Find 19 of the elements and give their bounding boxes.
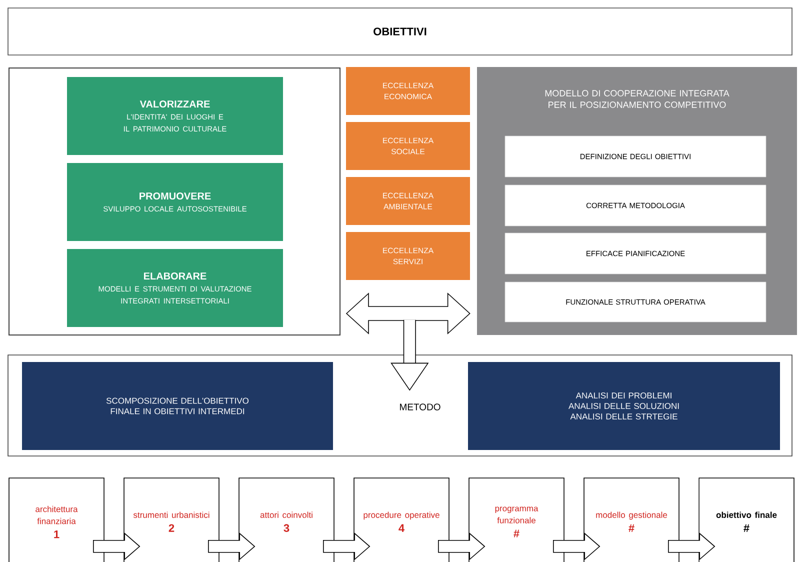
group-frame [8,68,340,336]
block-arrow [323,532,370,560]
step-box: programma funzionale # [468,478,564,562]
method-band [8,354,792,456]
step-box: strumenti urbanistici 2 [124,478,220,562]
block-arrow [668,532,716,560]
analysis-box: SCOMPOSIZIONE DELL'OBIETTIVO FINALE IN OBIETTIVI INTERMEDI [22,362,333,450]
step-box: modello gestionale # [584,478,680,562]
step-box: procedure operative 4 [354,478,450,562]
block-arrow [93,532,140,560]
analysis-box: ANALISI DEI PROBLEMI ANALISI DELLE SOLUZIONI ANALISI DELLE STRTEGIE [468,362,780,450]
block-arrow [208,532,256,560]
step-box: attori coinvolti 3 [238,478,334,562]
step-box: architettura finanziaria 1 [8,478,104,562]
final-box: obiettivo finale # [698,478,794,562]
objective-band: OBIETTIVI [8,8,792,56]
method-label: METODO [400,404,440,410]
block-arrow [438,532,486,560]
block-arrow [553,532,600,560]
